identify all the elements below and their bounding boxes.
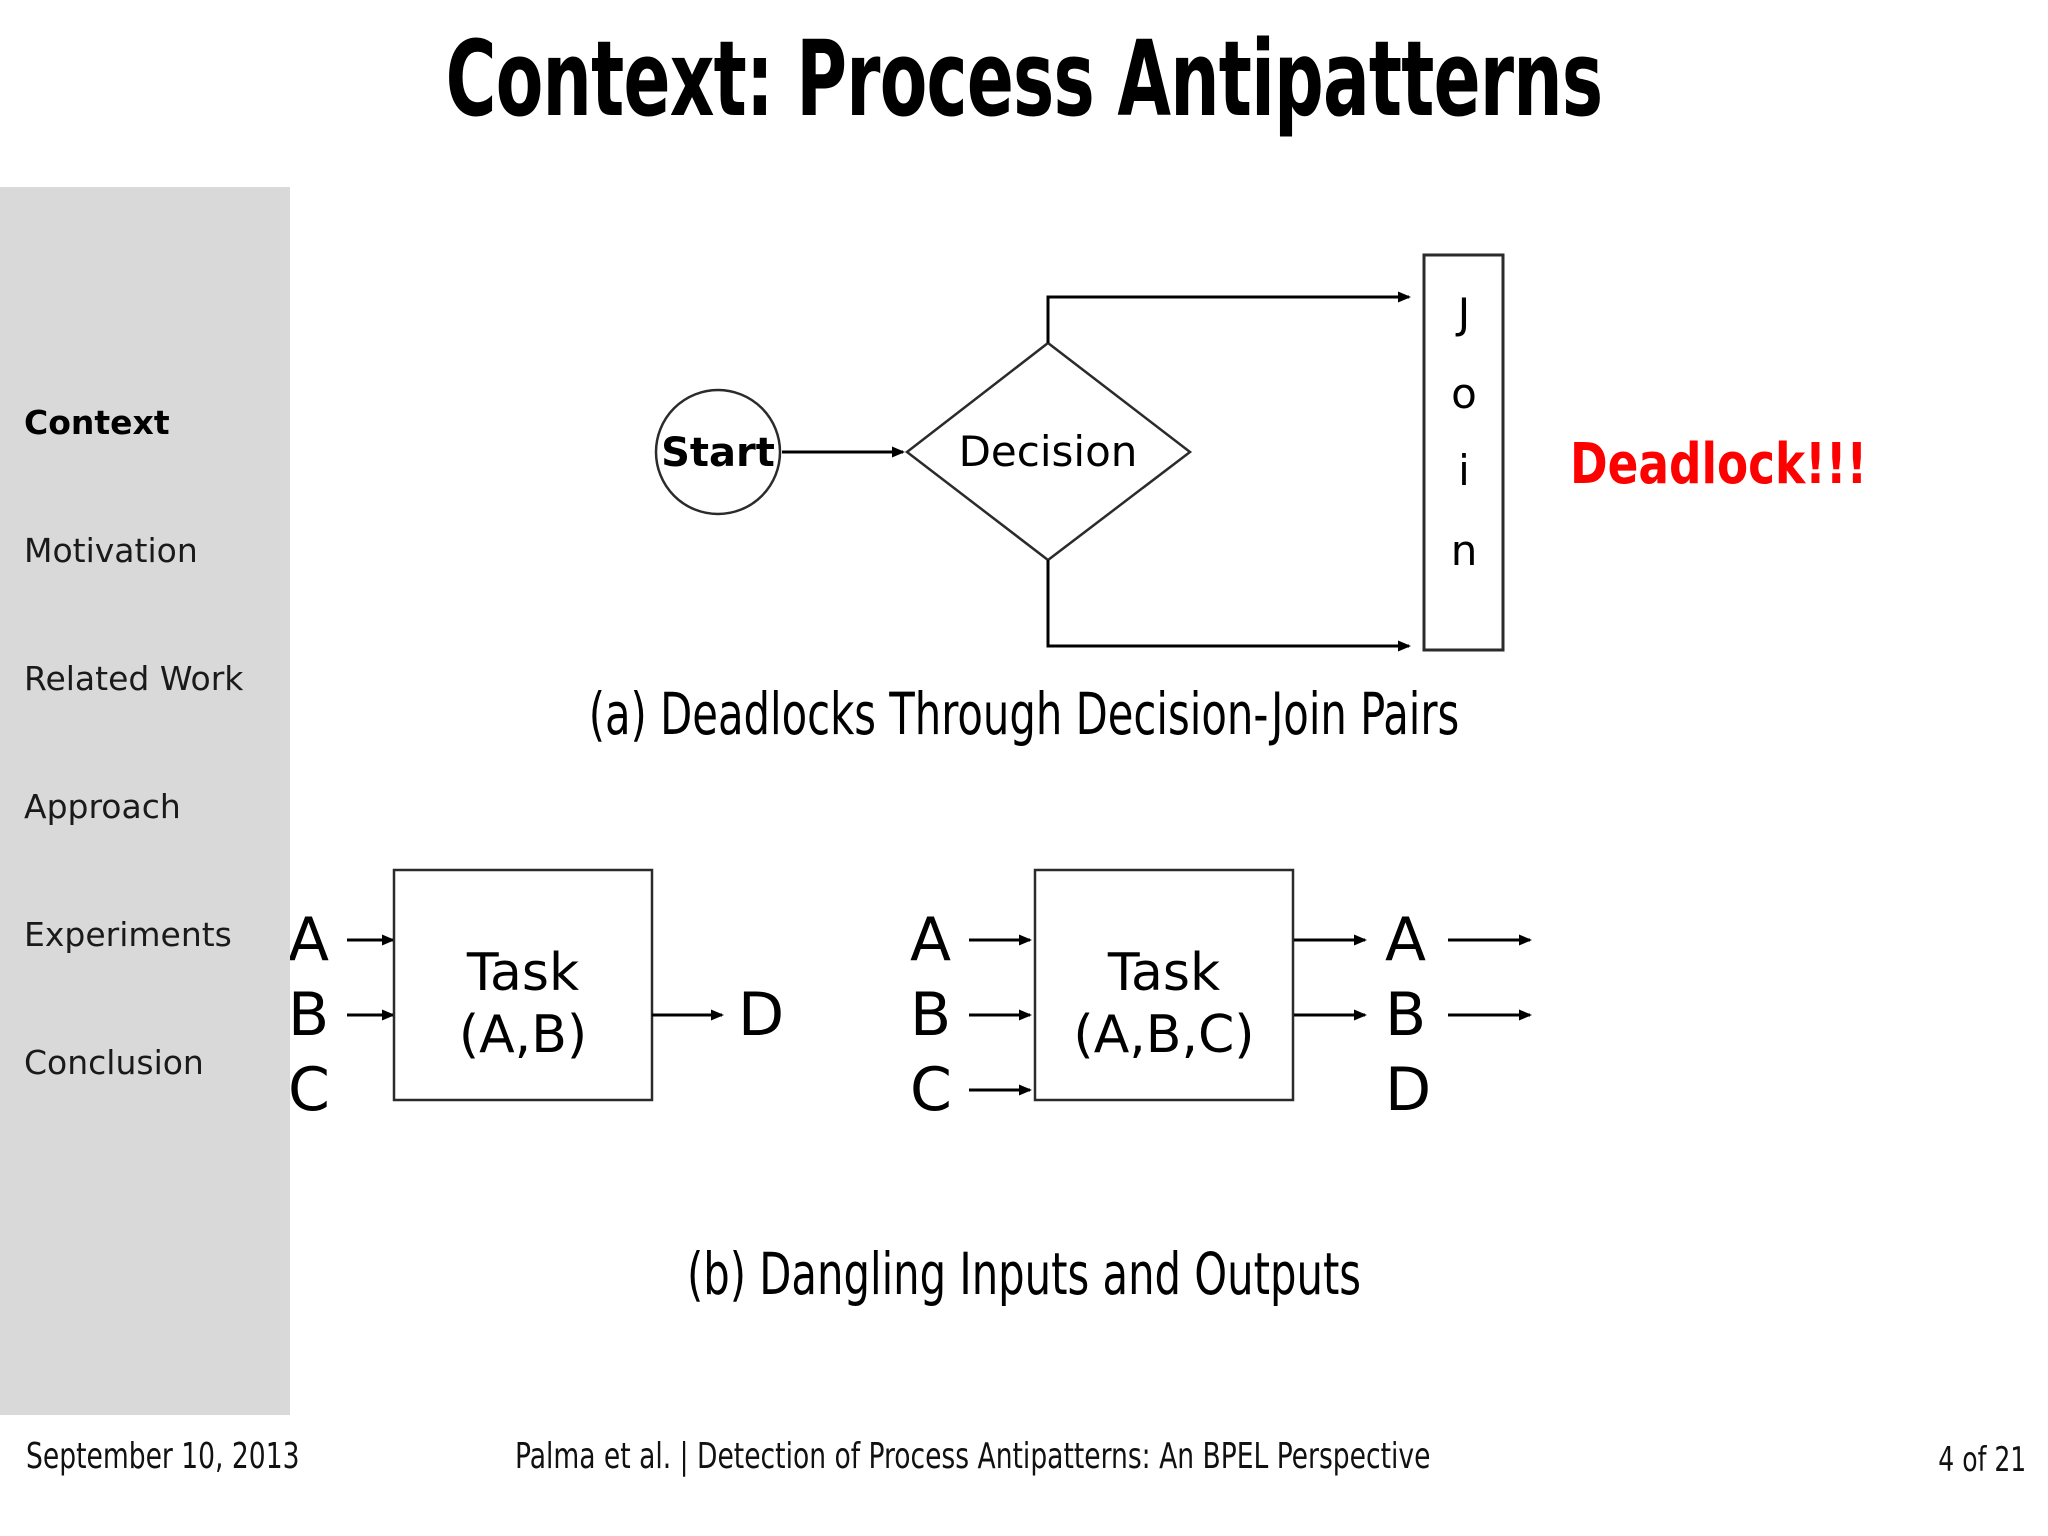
right-task-label-line1: Task xyxy=(1107,943,1220,1003)
footer-authors-title: Palma et al. | Detection of Process Anti… xyxy=(515,1436,1431,1477)
left-dangling-group: A B C Task (A,B) D xyxy=(290,868,784,1125)
node-join-letter-o: o xyxy=(1451,369,1477,418)
sidebar-nav: Context Motivation Related Work Approach… xyxy=(0,187,290,1415)
figure-b-caption: (b) Dangling Inputs and Outputs xyxy=(686,1240,1362,1308)
right-input-label-c: C xyxy=(910,1055,952,1125)
right-input-label-b: B xyxy=(910,980,951,1050)
left-task-label-line1: Task xyxy=(466,943,579,1003)
left-task-box xyxy=(392,868,654,1102)
deadlock-annotation: Deadlock!!! xyxy=(1570,432,1868,497)
sidebar-item-conclusion[interactable]: Conclusion xyxy=(24,1043,204,1082)
footer-date: September 10, 2013 xyxy=(26,1436,300,1477)
sidebar-item-motivation[interactable]: Motivation xyxy=(24,531,198,570)
sidebar-item-approach[interactable]: Approach xyxy=(24,787,181,826)
right-dangling-group: A B C Task (A,B,C) A B D xyxy=(910,868,1532,1125)
node-start-label: Start xyxy=(661,430,775,476)
figure-a-caption: (a) Deadlocks Through Decision-Join Pair… xyxy=(588,680,1460,748)
figure-deadlock-diagram: Start Decision J o i n xyxy=(290,180,2048,780)
left-output-label-d: D xyxy=(738,980,784,1050)
right-output-label-b: B xyxy=(1385,980,1426,1050)
slide-footer: September 10, 2013 Palma et al. | Detect… xyxy=(0,1416,2048,1536)
sidebar-item-related-work[interactable]: Related Work xyxy=(24,659,244,698)
edge-decision-top-to-join xyxy=(1046,291,1411,343)
page-title: Context: Process Antipatterns xyxy=(445,18,1603,140)
node-join-letter-n: n xyxy=(1451,526,1478,575)
figure-dangling-diagram: A B C Task (A,B) D A B C xyxy=(290,830,2048,1350)
deadlock-flowchart-svg: Start Decision J o i n xyxy=(654,253,1505,652)
footer-page-number: 4 of 21 xyxy=(1938,1440,2026,1480)
right-output-label-a: A xyxy=(1385,905,1426,975)
node-decision: Decision xyxy=(904,341,1193,562)
right-input-label-a: A xyxy=(910,905,951,975)
node-join-letter-i: i xyxy=(1458,446,1470,495)
left-input-label-b: B xyxy=(290,980,329,1050)
left-input-label-c: C xyxy=(290,1055,330,1125)
edge-decision-bottom-to-join xyxy=(1046,560,1411,652)
left-input-label-a: A xyxy=(290,905,329,975)
node-decision-label: Decision xyxy=(959,427,1138,476)
dangling-io-svg: A B C Task (A,B) D A B C xyxy=(290,868,1532,1125)
node-join-letter-j: J xyxy=(1455,289,1470,338)
sidebar-item-context[interactable]: Context xyxy=(24,403,170,442)
sidebar-item-experiments[interactable]: Experiments xyxy=(24,915,232,954)
right-task-label-line2: (A,B,C) xyxy=(1073,1005,1254,1065)
right-task-box xyxy=(1033,868,1295,1102)
left-task-label-line2: (A,B) xyxy=(459,1005,587,1065)
node-start: Start xyxy=(654,388,782,516)
right-output-label-d: D xyxy=(1385,1055,1431,1125)
node-join: J o i n xyxy=(1422,253,1505,652)
